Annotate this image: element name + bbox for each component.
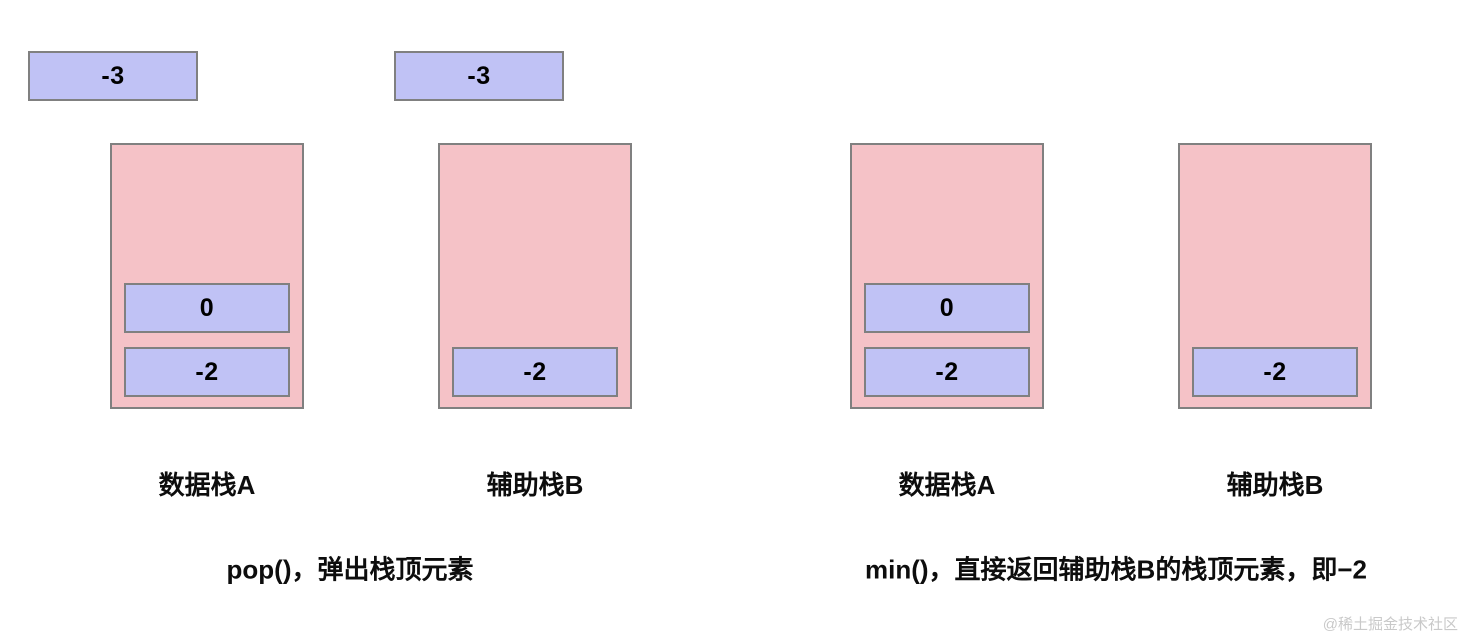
- panel-min-operation: -2 0 数据栈A -2 辅助栈B: [760, 0, 1472, 642]
- popped-element-stack-b: -3: [394, 51, 564, 101]
- watermark: @稀土掘金技术社区: [1322, 616, 1458, 633]
- stack-cell: 0: [124, 283, 290, 333]
- stack-label-aux-b: 辅助栈B: [486, 470, 584, 500]
- stack-items-data-a: -2 0: [124, 283, 290, 397]
- stack-cell: -2: [452, 347, 618, 397]
- stack-label-aux-b: 辅助栈B: [1226, 470, 1324, 500]
- panel-pop-operation: -3 -3 -2 0 数据栈A -2 辅助栈B: [0, 0, 700, 642]
- stack-column-aux-b: -2 辅助栈B: [438, 143, 632, 502]
- stack-label-data-a: 数据栈A: [898, 470, 996, 500]
- caption-pop-operation: pop()，弹出栈顶元素: [226, 554, 474, 585]
- stack-label-data-a: 数据栈A: [158, 470, 256, 500]
- stack-column-data-a: -2 0 数据栈A: [850, 143, 1044, 502]
- stack-container-aux-b: -2: [1178, 143, 1372, 409]
- stack-items-aux-b: -2: [452, 347, 618, 397]
- stack-items-aux-b: -2: [1192, 347, 1358, 397]
- stack-cell: -2: [1192, 347, 1358, 397]
- stack-column-data-a: -2 0 数据栈A: [110, 143, 304, 502]
- caption-min-operation: min()，直接返回辅助栈B的栈顶元素，即−2: [865, 554, 1367, 585]
- stack-cell: 0: [864, 283, 1030, 333]
- stack-cell: -2: [864, 347, 1030, 397]
- stack-items-data-a: -2 0: [864, 283, 1030, 397]
- stack-container-aux-b: -2: [438, 143, 632, 409]
- stack-container-data-a: -2 0: [850, 143, 1044, 409]
- stack-column-aux-b: -2 辅助栈B: [1178, 143, 1372, 502]
- stack-cell: -2: [124, 347, 290, 397]
- stack-container-data-a: -2 0: [110, 143, 304, 409]
- popped-element-stack-a: -3: [28, 51, 198, 101]
